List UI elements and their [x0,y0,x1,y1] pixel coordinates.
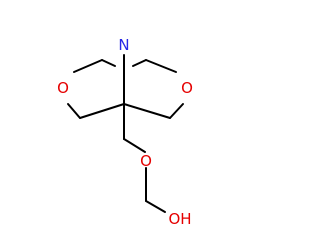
bonds [67,54,184,213]
atom-label-o-right: O [181,79,193,97]
bond-left-o-bottom-ch2 [67,103,81,119]
bond-right-ch2-right-o [145,59,177,73]
bond-n-right-ch2 [132,59,147,67]
atom-label-n: N [118,36,129,54]
bond-bottom-left-ch2-central-c [79,103,125,119]
atom-label-o-left: O [57,79,69,97]
chemical-structure-diagram: N O O O OH [57,36,193,228]
atom-label-oh: OH [168,210,191,228]
bond-n-left-ch2 [101,59,116,67]
bond-ch2-hydroxyl [145,200,166,213]
bond-left-ch2-left-o [73,59,103,73]
atom-label-o-ether: O [140,152,152,170]
bond-ch2-ether-o [123,138,146,153]
bond-bottom-right-ch2-central-c [123,103,171,119]
bond-right-o-bottom-ch2 [169,103,184,119]
atom-labels: N O O O OH [57,36,193,228]
